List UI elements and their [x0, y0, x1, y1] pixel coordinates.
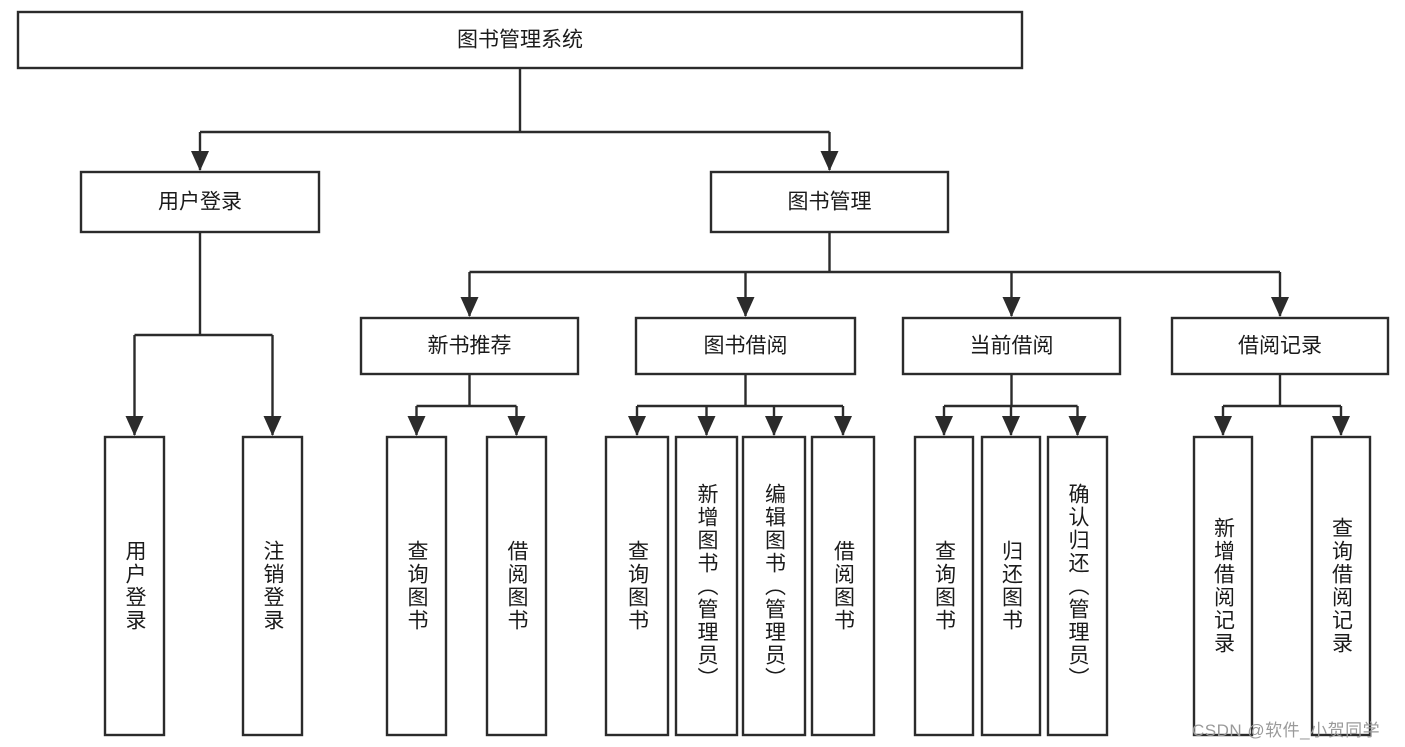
arrow-head-icon-leaf-bb-borrow: [834, 416, 852, 436]
node-box-leaf-br-add[interactable]: [1192, 435, 1254, 737]
arrow-head-icon-leaf-cb-confirm: [1068, 416, 1087, 436]
node-box-leaf-br-query[interactable]: [1310, 435, 1372, 737]
csdn-watermark: CSDN @软件_小贺同学: [1192, 721, 1381, 740]
node-label-new-book-rec: 新书推荐: [428, 335, 512, 358]
node-label-user-login: 用户登录: [158, 191, 242, 214]
node-box-borrow-record[interactable]: [1170, 316, 1390, 376]
node-box-leaf-rec-query[interactable]: [385, 435, 448, 737]
arrow-head-icon-leaf-rec-borrow: [507, 416, 526, 436]
connector-lines: [125, 68, 1350, 436]
arrow-head-icon-leaf-br-add: [1214, 416, 1232, 436]
node-box-leaf-bb-query[interactable]: [604, 435, 670, 737]
node-label-borrow-record: 借阅记录: [1238, 335, 1322, 358]
node-box-user-login[interactable]: [79, 170, 321, 234]
node-box-new-book-rec[interactable]: [359, 316, 580, 376]
node-box-book-borrow[interactable]: [634, 316, 857, 376]
arrow-head-icon-book-borrow: [736, 297, 755, 317]
node-box-leaf-bb-add[interactable]: [674, 435, 739, 737]
node-label-book-borrow: 图书借阅: [704, 335, 788, 358]
node-box-leaf-logout[interactable]: [241, 435, 304, 737]
node-box-leaf-bb-borrow[interactable]: [810, 435, 876, 737]
arrow-head-icon-borrow-record: [1271, 297, 1289, 317]
node-box-book-manage[interactable]: [709, 170, 950, 234]
node-label-current-borrow: 当前借阅: [970, 335, 1054, 358]
arrow-head-icon-leaf-bb-edit: [765, 416, 783, 436]
arrow-head-icon-leaf-logout: [263, 416, 282, 436]
node-box-leaf-cb-query[interactable]: [913, 435, 975, 737]
node-label-book-manage: 图书管理: [788, 191, 872, 214]
node-box-leaf-cb-return[interactable]: [980, 435, 1042, 737]
arrow-head-icon-leaf-br-query: [1332, 416, 1350, 436]
arrow-head-icon-book-manage: [820, 151, 839, 171]
node-box-leaf-bb-edit[interactable]: [741, 435, 807, 737]
node-box-leaf-cb-confirm[interactable]: [1046, 435, 1109, 737]
node-box-root[interactable]: [16, 10, 1024, 70]
arrow-head-icon-leaf-cb-return: [1002, 416, 1020, 436]
node-boxes: [16, 10, 1390, 737]
arrow-head-icon-leaf-cb-query: [935, 416, 953, 436]
arrow-head-icon-user-login: [191, 151, 209, 171]
arrow-head-icon-leaf-user-login: [125, 416, 144, 436]
node-box-leaf-rec-borrow[interactable]: [485, 435, 548, 737]
node-box-leaf-user-login[interactable]: [103, 435, 166, 737]
node-label-root: 图书管理系统: [457, 29, 583, 52]
node-box-current-borrow[interactable]: [901, 316, 1122, 376]
arrow-head-icon-current-borrow: [1002, 297, 1021, 317]
arrow-head-icon-leaf-rec-query: [407, 416, 426, 436]
arrow-head-icon-leaf-bb-query: [628, 416, 646, 436]
arrow-head-icon-new-book-rec: [460, 297, 479, 317]
arrow-head-icon-leaf-bb-add: [697, 416, 716, 436]
